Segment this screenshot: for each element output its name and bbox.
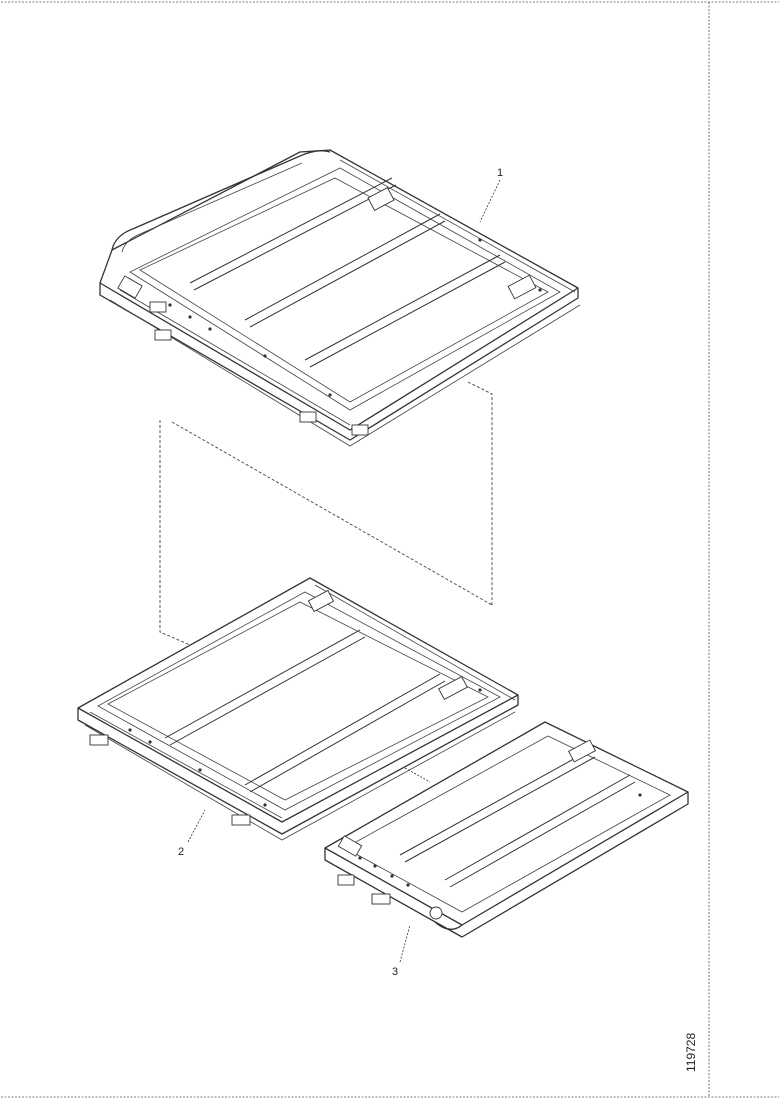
explode-guide-lines: [159, 381, 493, 646]
callout-part-3: 3: [392, 924, 411, 978]
callout-part-2: 2: [178, 809, 206, 858]
callout-label-1: 1: [497, 167, 503, 179]
part-1-frame-assembly: [99, 149, 581, 447]
part-2-frame: [77, 577, 519, 841]
callout-part-1: 1: [479, 167, 503, 223]
connector-line: [404, 767, 431, 783]
callout-label-3: 3: [392, 966, 398, 978]
figure-id: 119728: [684, 1033, 698, 1072]
callout-label-2: 2: [178, 846, 184, 858]
part-3-frame: [324, 721, 689, 938]
